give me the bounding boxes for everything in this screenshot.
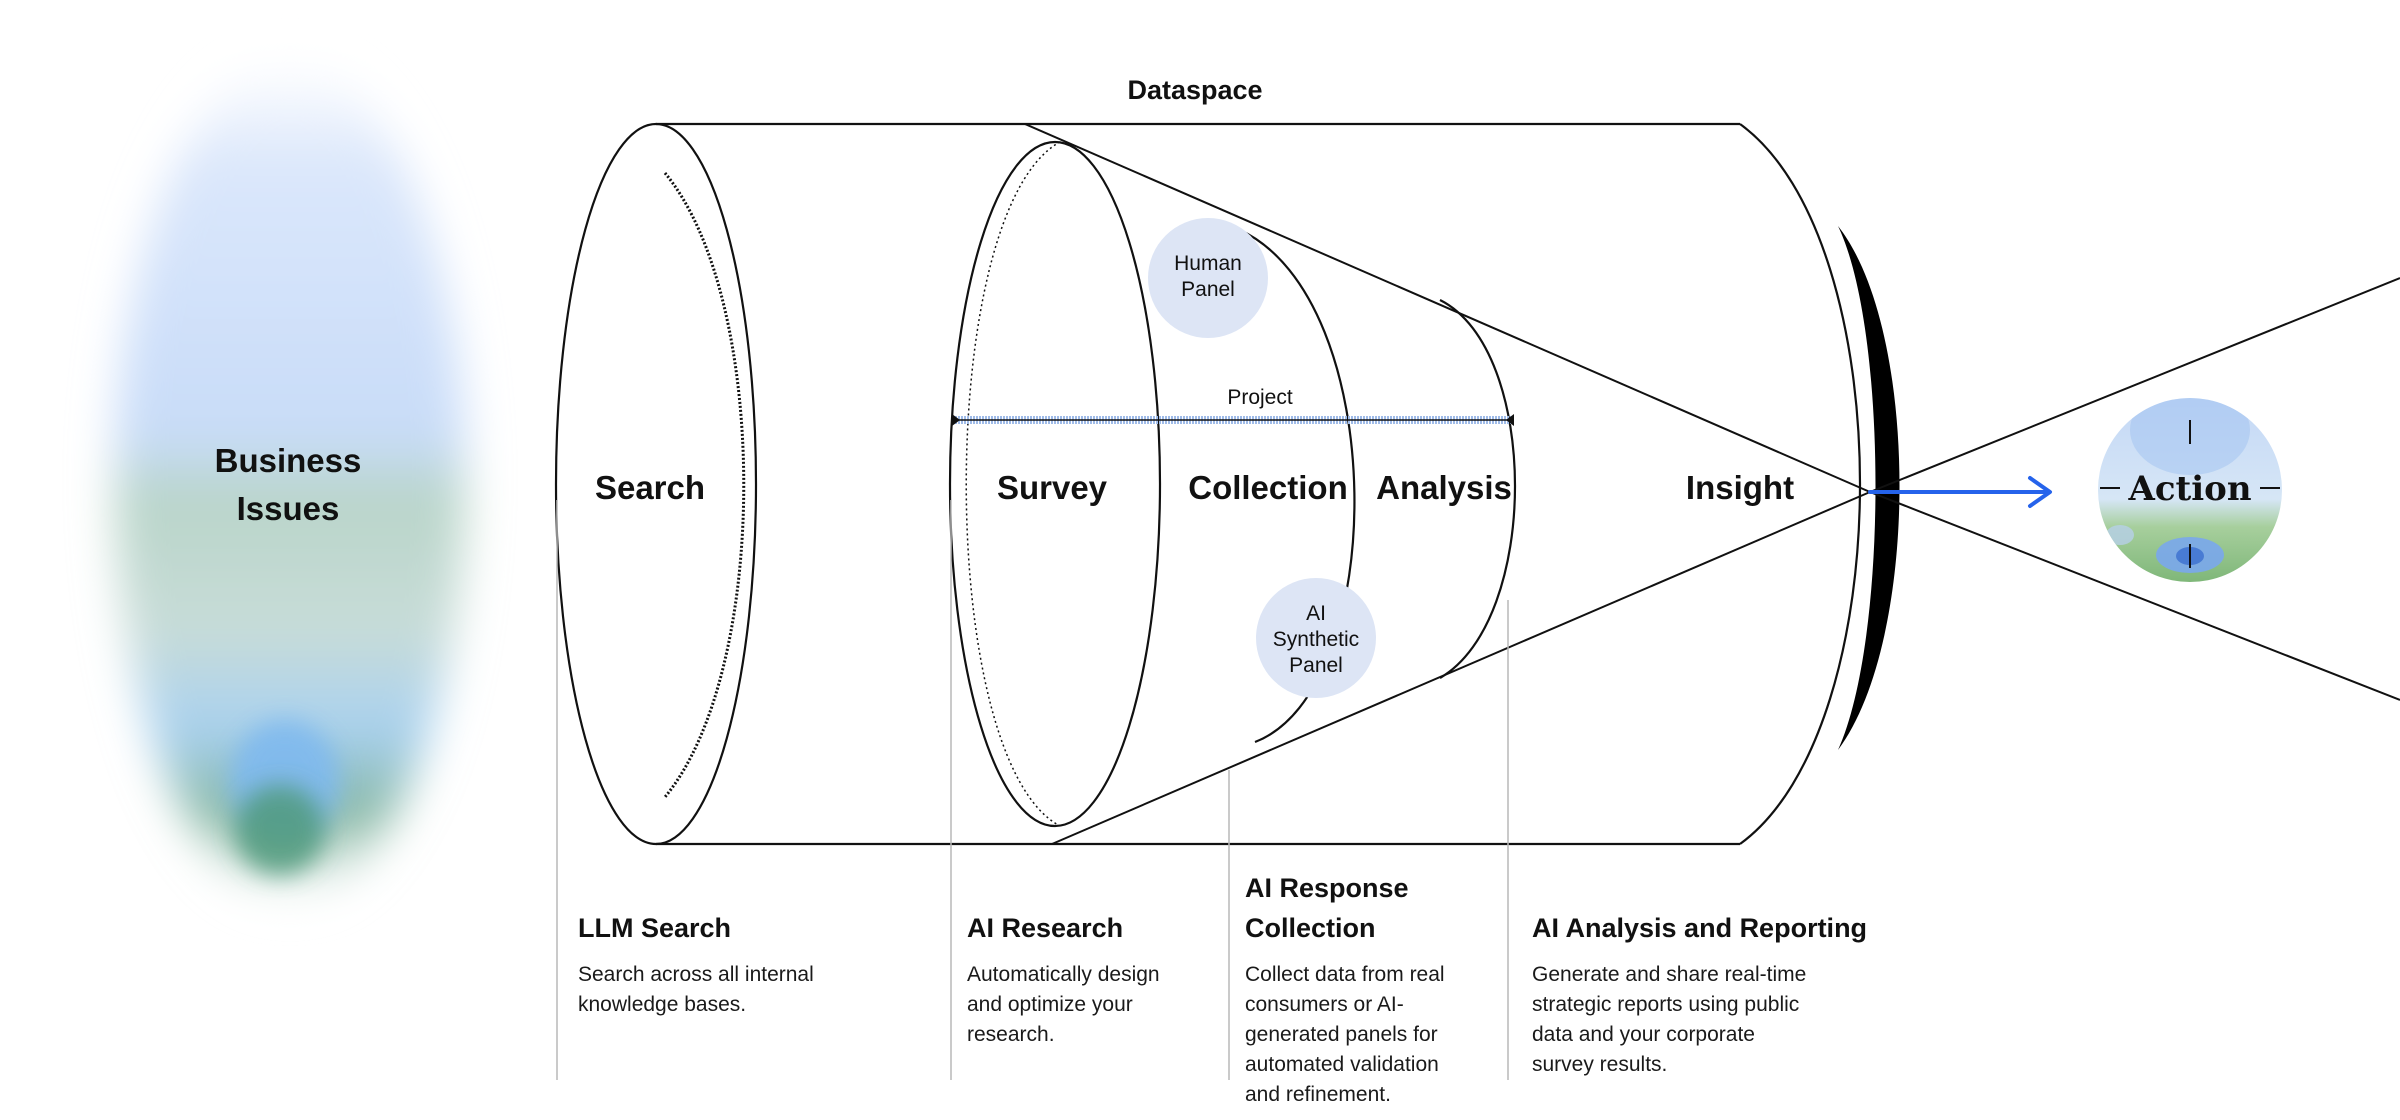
funnel-lines [1024,123,2400,845]
project-bar [952,414,1514,426]
collection-arc [1239,229,1356,744]
description-line: automated validation [1245,1053,1439,1076]
description-line: generated panels for [1245,1023,1438,1046]
survey-disc-dotted-edge [965,141,1061,827]
stage-label-analysis: Analysis [1376,469,1512,506]
business-issues-label-line2: Issues [237,490,340,527]
stage-label-collection: Collection [1188,469,1348,506]
description-line: strategic reports using public [1532,993,1800,1016]
description-line: research. [967,1023,1055,1046]
description-title: AI Research [967,913,1124,943]
description-title: LLM Search [578,913,732,943]
human-panel-label-line2: Panel [1181,278,1235,301]
ai-panel-label-line3: Panel [1289,654,1343,677]
description-ai-analysis-reporting: AI Analysis and Reporting Generate and s… [1532,908,1872,1080]
description-line: and refinement. [1245,1083,1391,1106]
description-text: Collect data from real consumers or AI- … [1245,960,1485,1110]
description-line: Search across all internal [578,963,814,986]
description-line: Collect data from real [1245,963,1445,986]
project-label: Project [1227,386,1293,409]
business-issues-label-line1: Business [215,442,362,479]
description-line: Generate and share real-time [1532,963,1807,986]
dataspace-cylinder [554,122,1862,846]
description-title: AI Analysis and Reporting [1532,913,1868,943]
dataspace-title: Dataspace [1127,75,1262,105]
description-line: Automatically design [967,963,1160,986]
ai-panel-label-line2: Synthetic [1273,628,1359,651]
stage-label-search: Search [595,469,705,506]
description-line: data and your corporate [1532,1023,1755,1046]
flow-arrows [442,476,2052,508]
description-ai-research: AI Research Automatically design and opt… [967,908,1197,1050]
description-line: and optimize your [967,993,1133,1016]
description-llm-search: LLM Search Search across all internal kn… [578,908,878,1020]
description-title: AI Response Collection [1245,868,1485,948]
analysis-arc [1439,299,1516,679]
stage-label-survey: Survey [997,469,1108,506]
action-crosshair [2100,420,2280,568]
ai-panel-label-line1: AI [1306,602,1326,625]
description-title-line: Collection [1245,913,1376,943]
action-label: Action [2127,469,2251,509]
description-line: survey results. [1532,1053,1668,1076]
survey-disc [948,140,1162,828]
description-title-line: AI Response [1245,873,1409,903]
human-panel-label-line1: Human [1174,252,1242,275]
human-panel-bubble [1148,218,1268,338]
cylinder-back-shadow [1838,226,1900,750]
ai-synthetic-panel-bubble [1256,578,1376,698]
description-ai-response-collection: AI Response Collection Collect data from… [1245,868,1485,1110]
description-text: Automatically design and optimize your r… [967,960,1197,1050]
description-line: consumers or AI- [1245,993,1404,1016]
business-issues-blob [115,65,465,895]
description-line: knowledge bases. [578,993,747,1016]
description-text: Generate and share real-time strategic r… [1532,960,1872,1080]
stage-label-insight: Insight [1686,469,1794,506]
description-text: Search across all internal knowledge bas… [578,960,878,1020]
guide-lines [556,500,1509,1080]
